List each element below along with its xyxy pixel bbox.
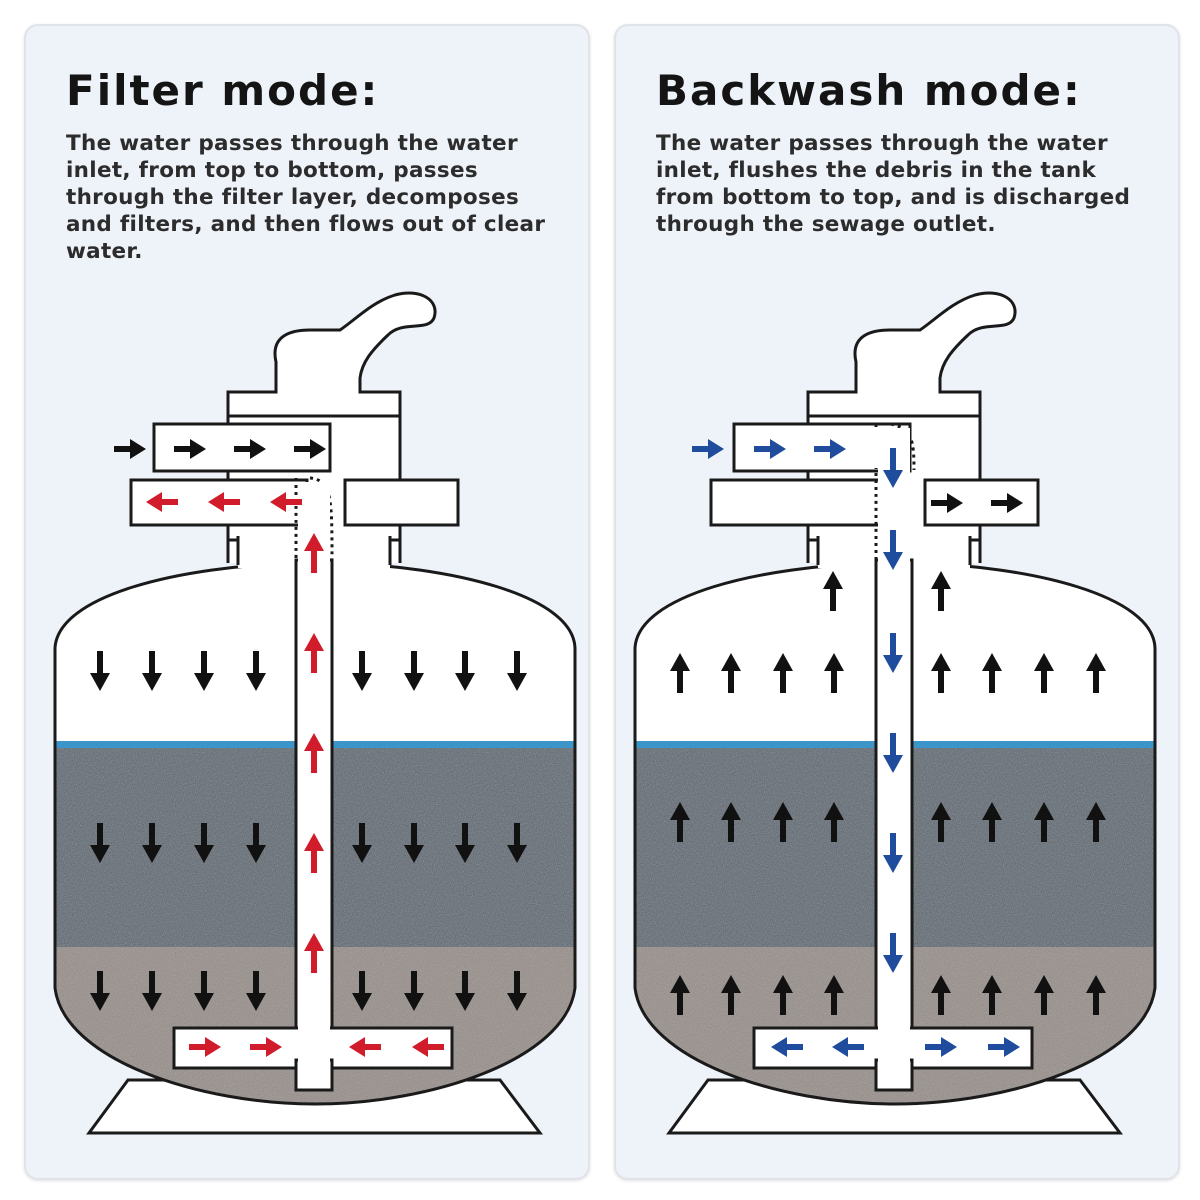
- backwash-up-arrow: [823, 571, 843, 611]
- backwash-riser-arrow: [883, 933, 903, 973]
- backwash-up-arrow: [931, 802, 951, 842]
- filter-down-arrow: [142, 971, 162, 1011]
- backwash-up-arrow: [1034, 653, 1054, 693]
- filter-down-arrow: [142, 651, 162, 691]
- filter-inlet-flow-arrow: [294, 439, 326, 459]
- filter-riser-arrow: [304, 833, 324, 873]
- backwash-up-arrow: [982, 975, 1002, 1015]
- backwash-riser-arrow: [883, 530, 903, 570]
- backwash-sewage-arrow: [931, 493, 963, 513]
- backwash-up-arrow: [931, 653, 951, 693]
- filter-down-arrow: [194, 651, 214, 691]
- backwash-up-arrow: [670, 975, 690, 1015]
- filter-down-arrow: [246, 651, 266, 691]
- filter-down-arrow: [404, 971, 424, 1011]
- backwash-up-arrow: [1034, 975, 1054, 1015]
- backwash-up-arrow: [721, 802, 741, 842]
- backwash-riser-arrow: [883, 448, 903, 488]
- backwash-up-arrow: [1086, 975, 1106, 1015]
- backwash-up-arrow: [982, 802, 1002, 842]
- backwash-up-arrow: [773, 975, 793, 1015]
- backwash-stand: [666, 1078, 1124, 1135]
- backwash-up-arrow: [982, 653, 1002, 693]
- filter-down-arrow: [455, 823, 475, 863]
- filter-inlet-arrow: [114, 439, 146, 459]
- filter-valve-handle: [226, 291, 437, 420]
- filter-down-arrow: [455, 971, 475, 1011]
- filter-lateral-arrow: [349, 1037, 381, 1057]
- filter-down-arrow: [352, 651, 372, 691]
- filter-down-arrow: [404, 651, 424, 691]
- filter-down-arrow: [246, 823, 266, 863]
- backwash-up-arrow: [773, 802, 793, 842]
- filter-riser-arrow: [304, 533, 324, 573]
- backwash-mode-description: The water passes through the water inlet…: [656, 131, 1131, 237]
- filter-riser-arrow: [304, 733, 324, 773]
- backwash-up-arrow: [670, 802, 690, 842]
- filter-riser-arrow: [304, 933, 324, 973]
- backwash-riser-arrow: [883, 733, 903, 773]
- filter-mode-description: The water passes through the water inlet…: [66, 131, 546, 264]
- filter-down-arrow: [90, 651, 110, 691]
- backwash-up-arrow: [824, 802, 844, 842]
- backwash-up-arrow: [670, 653, 690, 693]
- filter-lateral-arrow: [412, 1037, 444, 1057]
- backwash-mode-title: Backwash mode:: [656, 66, 1082, 115]
- filter-down-arrow: [90, 823, 110, 863]
- filter-stand: [86, 1078, 544, 1135]
- filter-tank: [53, 291, 577, 1135]
- filter-down-arrow: [194, 823, 214, 863]
- backwash-up-arrow: [1034, 802, 1054, 842]
- backwash-tank: [633, 291, 1157, 1135]
- backwash-lateral-arrow: [832, 1037, 864, 1057]
- filter-down-arrow: [404, 823, 424, 863]
- filter-inlet-flow-arrow: [234, 439, 266, 459]
- backwash-inlet-flow-arrow: [754, 439, 786, 459]
- filter-right-port: [343, 478, 460, 527]
- filter-outlet-arrow: [146, 492, 178, 512]
- backwash-riser-arrow: [883, 633, 903, 673]
- backwash-left-port: [709, 478, 889, 527]
- backwash-up-arrow: [824, 975, 844, 1015]
- backwash-inlet-arrow: [692, 439, 724, 459]
- filter-down-arrow: [246, 971, 266, 1011]
- filter-lateral-arrow: [250, 1037, 282, 1057]
- filter-down-arrow: [352, 971, 372, 1011]
- filter-down-arrow: [507, 651, 527, 691]
- filter-outlet-arrow: [270, 492, 302, 512]
- filter-down-arrow: [507, 971, 527, 1011]
- backwash-up-arrow: [773, 653, 793, 693]
- filter-down-arrow: [507, 823, 527, 863]
- filter-mode-title: Filter mode:: [66, 66, 380, 115]
- backwash-sewage-arrow: [991, 493, 1023, 513]
- filter-outlet-arrow: [208, 492, 240, 512]
- backwash-up-arrow: [931, 571, 951, 611]
- backwash-valve-handle: [806, 291, 1017, 420]
- backwash-up-arrow: [824, 653, 844, 693]
- backwash-up-arrow: [1086, 653, 1106, 693]
- filter-down-arrow: [142, 823, 162, 863]
- filter-down-arrow: [194, 971, 214, 1011]
- backwash-riser-arrow: [883, 833, 903, 873]
- filter-down-arrow: [455, 651, 475, 691]
- backwash-lateral-arrow: [988, 1037, 1020, 1057]
- filter-down-arrow: [90, 971, 110, 1011]
- backwash-up-arrow: [721, 975, 741, 1015]
- backwash-inlet-flow-arrow: [814, 439, 846, 459]
- filter-down-arrow: [352, 823, 372, 863]
- backwash-up-arrow: [931, 975, 951, 1015]
- backwash-lateral-arrow: [925, 1037, 957, 1057]
- backwash-lateral-arrow: [771, 1037, 803, 1057]
- backwash-up-arrow: [721, 653, 741, 693]
- filter-riser-arrow: [304, 633, 324, 673]
- filter-inlet-flow-arrow: [174, 439, 206, 459]
- filter-lateral-arrow: [189, 1037, 221, 1057]
- backwash-up-arrow: [1086, 802, 1106, 842]
